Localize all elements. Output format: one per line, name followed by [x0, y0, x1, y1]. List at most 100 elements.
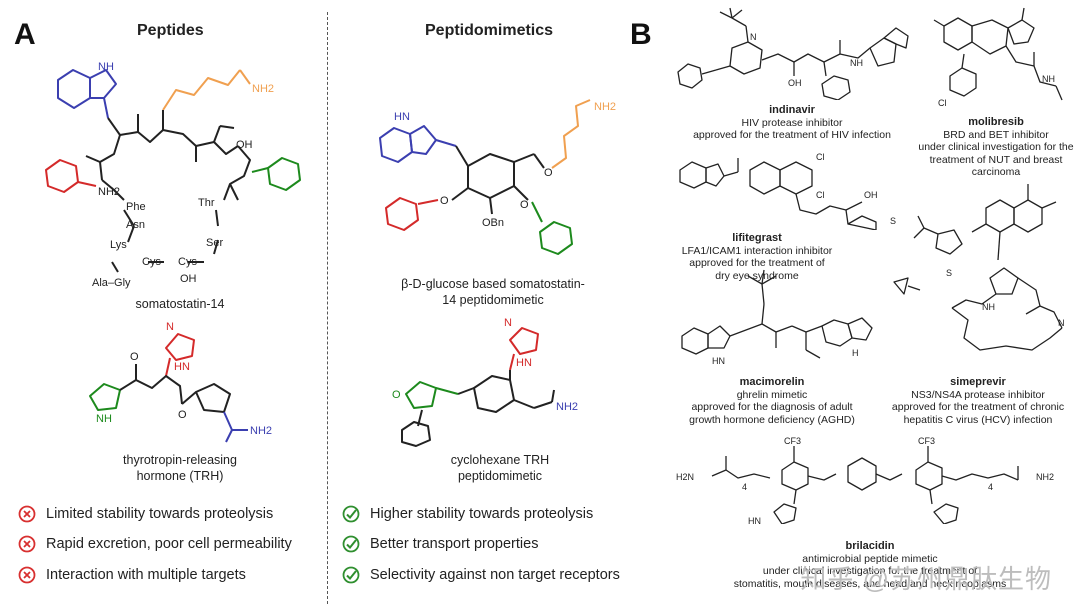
simeprevir-n-label: N	[1058, 318, 1065, 328]
somatostatin-14-structure: NH NH2 OH NH2 Phe Asn Lys Cys Cys Thr Se…	[45, 61, 301, 289]
lifitegrast-cl2-label: Cl	[816, 190, 825, 200]
cyclohexane-hn-label: HN	[516, 357, 532, 369]
indinavir-line1: HIV protease inhibitor	[741, 116, 843, 129]
glucose-peptidomimetic-structure: HN NH2 OBn O O O	[379, 99, 616, 255]
trh-caption-line2: hormone (TRH)	[136, 469, 224, 483]
molibresib-name: molibresib	[968, 116, 1024, 128]
molibresib-cl-label: Cl	[938, 98, 947, 108]
brilacidin-description: brilacidin antimicrobial peptide mimetic…	[700, 540, 1040, 590]
disadvantage-item: Rapid excretion, poor cell permeability	[18, 535, 292, 553]
lifitegrast-cl1-label: Cl	[816, 152, 825, 162]
brilacidin-four1-label: 4	[742, 482, 747, 492]
soma-oh-label: OH	[236, 139, 253, 151]
trh-o2-label: O	[178, 409, 187, 421]
simeprevir-name: simeprevir	[950, 376, 1006, 388]
glucose-o3-label: O	[544, 167, 553, 179]
indinavir-nh-label: NH	[850, 58, 863, 68]
simeprevir-line2: approved for the treatment of chronic	[891, 401, 1065, 413]
molibresib-description: molibresib BRD and BET inhibitor under c…	[916, 116, 1076, 179]
indinavir-description: indinavir HIV protease inhibitor approve…	[672, 104, 912, 142]
trh-structure: N HN NH NH2 O O	[89, 321, 272, 443]
trh-nh-label: NH	[96, 413, 112, 425]
glucose-caption-line1: β-D-glucose based somatostatin-	[401, 277, 585, 291]
brilacidin-name: brilacidin	[845, 540, 895, 552]
brilacidin-four2-label: 4	[988, 482, 993, 492]
macimorelin-hn-label: HN	[712, 356, 725, 366]
macimorelin-line2: approved for the diagnosis of adult	[691, 401, 853, 413]
macimorelin-name: macimorelin	[739, 376, 805, 388]
cross-circle-icon	[18, 535, 36, 553]
lifitegrast-oh-label: OH	[864, 190, 878, 200]
brilacidin-nh2-label: NH2	[1036, 472, 1054, 482]
indinavir-name: indinavir	[769, 104, 815, 116]
macimorelin-structure: HN H	[681, 269, 873, 366]
simeprevir-line1: NS3/NS4A protease inhibitor	[911, 388, 1045, 401]
somatostatin-caption: somatostatin-14	[135, 297, 225, 311]
ser-label: Ser	[206, 237, 223, 249]
cross-circle-icon	[18, 566, 36, 584]
lifitegrast-line2: approved for the treatment of	[689, 257, 825, 269]
peptidomimetics-heading: Peptidomimetics	[425, 22, 554, 39]
disadvantage-label: Interaction with multiple targets	[46, 567, 246, 583]
lifitegrast-s-label: S	[890, 216, 896, 226]
indinavir-line2: approved for the treatment of HIV infect…	[693, 129, 891, 141]
panel-a-letter: A	[14, 18, 36, 51]
advantage-label: Better transport properties	[370, 536, 539, 552]
glucose-o2-label: O	[520, 199, 529, 211]
brilacidin-cf3b-label: CF3	[918, 436, 935, 446]
disadvantage-label: Rapid excretion, poor cell permeability	[46, 536, 292, 552]
simeprevir-s-label: S	[946, 268, 952, 278]
simeprevir-description: simeprevir NS3/NS4A protease inhibitor a…	[880, 376, 1076, 426]
lifitegrast-name: lifitegrast	[732, 232, 782, 244]
molibresib-nh-label: NH	[1042, 74, 1055, 84]
cyclohexane-caption-line2: peptidomimetic	[457, 469, 543, 483]
cyclohexane-caption-line1: cyclohexane TRH	[450, 453, 550, 467]
simeprevir-line3: hepatitis C virus (HCV) infection	[903, 413, 1053, 426]
molibresib-line1: BRD and BET inhibitor	[943, 128, 1049, 141]
soma-oh2-label: OH	[180, 273, 197, 285]
ala-gly-label: Ala–Gly	[92, 277, 131, 289]
cys1-label: Cys	[142, 256, 161, 268]
simeprevir-structure: S NH N	[893, 184, 1065, 351]
brilacidin-line3: stomatitis, mouth diseases, and head and…	[733, 577, 1007, 590]
advantage-item: Higher stability towards proteolysis	[342, 505, 593, 523]
molibresib-structure: Cl NH	[933, 7, 1063, 108]
lys-label: Lys	[110, 239, 127, 251]
disadvantage-item: Limited stability towards proteolysis	[18, 505, 273, 523]
advantage-item: Better transport properties	[342, 535, 538, 553]
trh-caption-line1: thyrotropin-releasing	[123, 453, 237, 467]
trh-o1-label: O	[130, 351, 139, 363]
advantage-item: Selectivity against non target receptors	[342, 566, 620, 584]
cyclohexane-trh-structure: N HN O NH2	[392, 318, 578, 447]
brilacidin-h2n-label: H2N	[676, 472, 694, 482]
trh-nh2-label: NH2	[250, 425, 272, 437]
cyclohexane-nh2-label: NH2	[556, 401, 578, 413]
soma-nh2-label: NH2	[98, 186, 120, 198]
macimorelin-description: macimorelin ghrelin mimetic approved for…	[672, 376, 872, 426]
lifitegrast-structure: Cl Cl OH S	[679, 152, 896, 230]
indole-nh-label: NH	[98, 61, 114, 73]
indinavir-oh-label: OH	[788, 78, 802, 88]
disadvantage-item: Interaction with multiple targets	[18, 566, 246, 584]
cys2-label: Cys	[178, 256, 197, 268]
advantage-label: Selectivity against non target receptors	[370, 567, 620, 583]
check-circle-icon	[342, 505, 360, 523]
watermark: 知乎 @苏州鼎肽生物	[800, 564, 1052, 594]
macimorelin-line1: ghrelin mimetic	[736, 388, 808, 401]
advantage-label: Higher stability towards proteolysis	[370, 506, 594, 522]
obn-label: OBn	[482, 217, 504, 229]
peptides-heading: Peptides	[137, 22, 204, 39]
macimorelin-h-label: H	[852, 348, 859, 358]
cyclohexane-o-label: O	[392, 389, 401, 401]
disadvantage-label: Limited stability towards proteolysis	[46, 506, 274, 522]
check-circle-icon	[342, 535, 360, 553]
lifitegrast-line3: dry eye syndrome	[715, 269, 799, 282]
phe-label: Phe	[126, 201, 146, 213]
molibresib-line3: treatment of NUT and breast carcinoma	[929, 153, 1063, 179]
panel-b-letter: B	[630, 18, 652, 51]
check-circle-icon	[342, 566, 360, 584]
glucose-caption-line2: 14 peptidomimetic	[442, 293, 544, 307]
asn-label: Asn	[126, 219, 145, 231]
lifitegrast-line1: LFA1/ICAM1 interaction inhibitor	[681, 244, 833, 257]
cyclohexane-n-label: N	[504, 318, 512, 329]
